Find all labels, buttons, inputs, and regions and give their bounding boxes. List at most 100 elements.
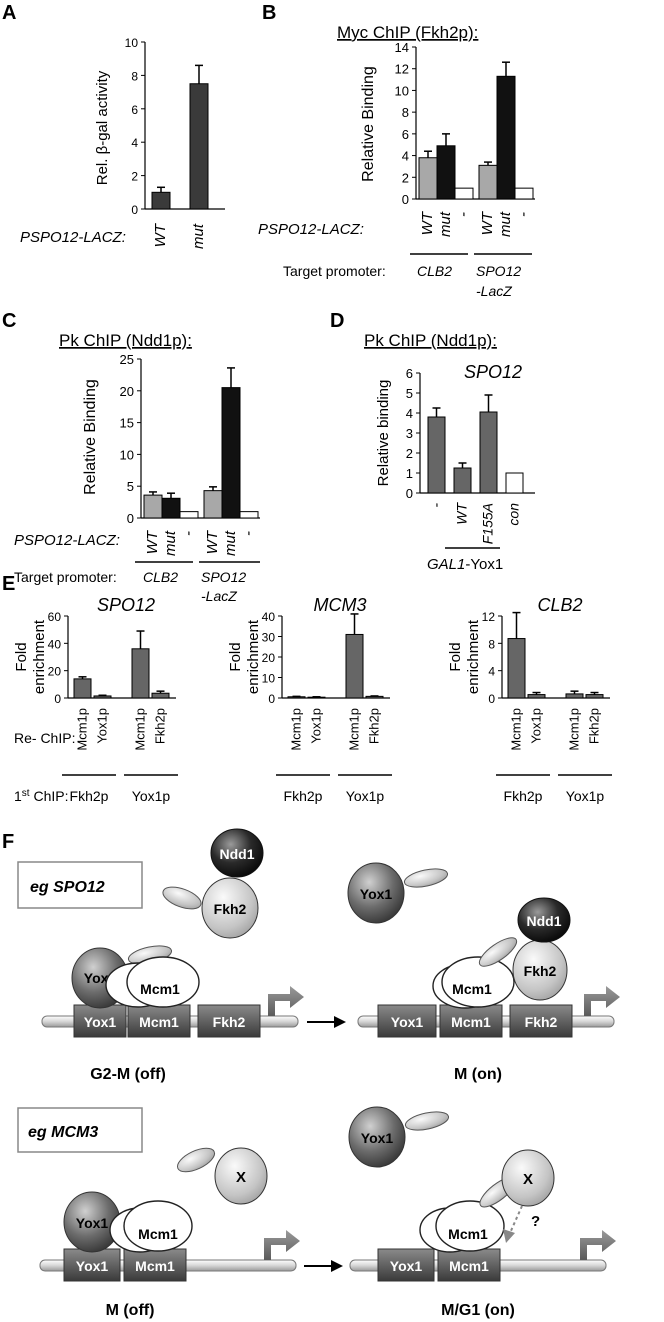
category-label: Yox1p [95,708,110,744]
transition-arrow-2 [304,1260,343,1272]
chart-title: Pk ChIP (Ndd1p): [364,331,497,350]
category-label: mut [222,530,239,556]
protein-yox1-free-label: Yox1 [360,886,393,902]
category-label: WT [479,210,496,235]
box-yox1 [73,1004,127,1038]
protein-yox1-4-tail [404,1111,450,1131]
question-mark: ? [531,1213,540,1230]
y-tick-label: 3 [406,426,413,441]
group-label-line2: -LacZ [476,283,512,299]
y-tick-label: 8 [488,637,495,651]
category-label: mut [437,211,454,237]
bar [454,187,474,200]
panel-label-e: E [2,573,15,595]
category-label: mut [497,211,514,237]
bar [131,648,150,699]
y-tick-label: 12 [482,610,496,624]
y-axis-label-line2: enrichment [465,619,482,694]
y-tick-label: 0 [488,692,495,706]
bar [436,145,456,200]
y-tick-label: 10 [262,672,276,686]
protein-fkh2-2-label: Fkh2 [524,963,557,979]
protein-fkh2-2-tail [478,937,518,967]
first-chip-label: Fkh2p [70,788,109,804]
chart-title: MCM3 [314,595,367,615]
y-tick-label: 12 [395,62,409,77]
y-tick-label: 0 [406,486,413,501]
category-label: Fkh2p [153,708,168,744]
bar [585,694,604,699]
protein-mcm1-4b [435,1200,505,1252]
transition-arrow-1 [307,1016,346,1028]
y-tick-label: 6 [131,103,138,117]
y-tick-label: 8 [131,69,138,83]
target-label: Target promoter: [283,263,386,279]
box-fkh2-2-label: Fkh2 [525,1014,558,1030]
bar [427,416,446,494]
bar [478,164,498,200]
box-mcm1-2-label: Mcm1 [451,1014,491,1030]
y-tick-label: 10 [125,36,139,50]
category-label: WT [144,529,161,554]
y-tick-label: 4 [488,665,495,679]
row-label: PSPO12-LACZ: [258,221,364,238]
bar [496,75,516,200]
protein-x-4-label: X [523,1171,533,1188]
bar [221,387,241,519]
example-label-mcm3: eg MCM3 [28,1124,98,1141]
y-tick-label: 6 [406,366,413,381]
protein-yox1-4 [348,1106,406,1168]
box-mcm1-4-label: Mcm1 [449,1258,489,1274]
protein-x-label: X [236,1169,246,1186]
y-axis-label-line2: enrichment [31,619,48,694]
y-axis-label: Fold [227,642,244,671]
bar [505,472,524,494]
state-label-m-off: M (off) [106,1302,155,1319]
y-tick-label: 10 [120,447,134,462]
panel-label-c: C [2,310,16,332]
box-yox1-3-label: Yox1 [76,1258,109,1274]
bar [418,157,438,200]
state-label-g2m: G2-M (off) [90,1066,166,1083]
y-tick-label: 25 [120,352,134,367]
y-tick-label: 2 [402,170,409,185]
box-mcm1-3-label: Mcm1 [135,1258,175,1274]
protein-mcm1-b [126,956,200,1008]
box-yox1-label: Yox1 [84,1014,117,1030]
y-tick-label: 5 [127,479,134,494]
protein-mcm1-3-label: Mcm1 [138,1226,178,1242]
bar [73,678,92,699]
chart-title: SPO12 [97,595,155,615]
bar [507,638,526,699]
category-label: mut [162,530,179,556]
protein-fkh2-tail [162,886,202,910]
y-tick-label: 10 [395,83,409,98]
y-tick-label: 20 [48,665,62,679]
group-label: SPO12 [201,569,246,585]
box-mcm1-2 [439,1004,503,1038]
chart-title: CLB2 [537,595,582,615]
first-chip-label: Fkh2p [284,788,323,804]
category-label: Fkh2p [587,708,602,744]
y-tick-label: 0 [402,192,409,207]
y-axis-label: Relative Binding [360,66,377,182]
first-chip-label: Yox1p [566,788,605,804]
category-label: Mcm1p [509,708,524,751]
box-yox1-3 [63,1248,121,1282]
bar [203,490,223,519]
y-tick-label: 0 [54,692,61,706]
y-axis-label: Fold [447,642,464,671]
protein-ndd1-label: Ndd1 [220,846,255,862]
tss-arrow-4 [580,1230,616,1260]
protein-yox1-free [347,862,405,924]
category-label: Mcm1p [289,708,304,751]
protein-yox1-3-label: Yox1 [76,1215,109,1231]
category-label: - [180,531,197,536]
first-chip-label: Fkh2p [504,788,543,804]
category-label: - [515,212,532,217]
protein-x-4 [501,1149,555,1207]
category-label: Fkh2p [367,708,382,744]
